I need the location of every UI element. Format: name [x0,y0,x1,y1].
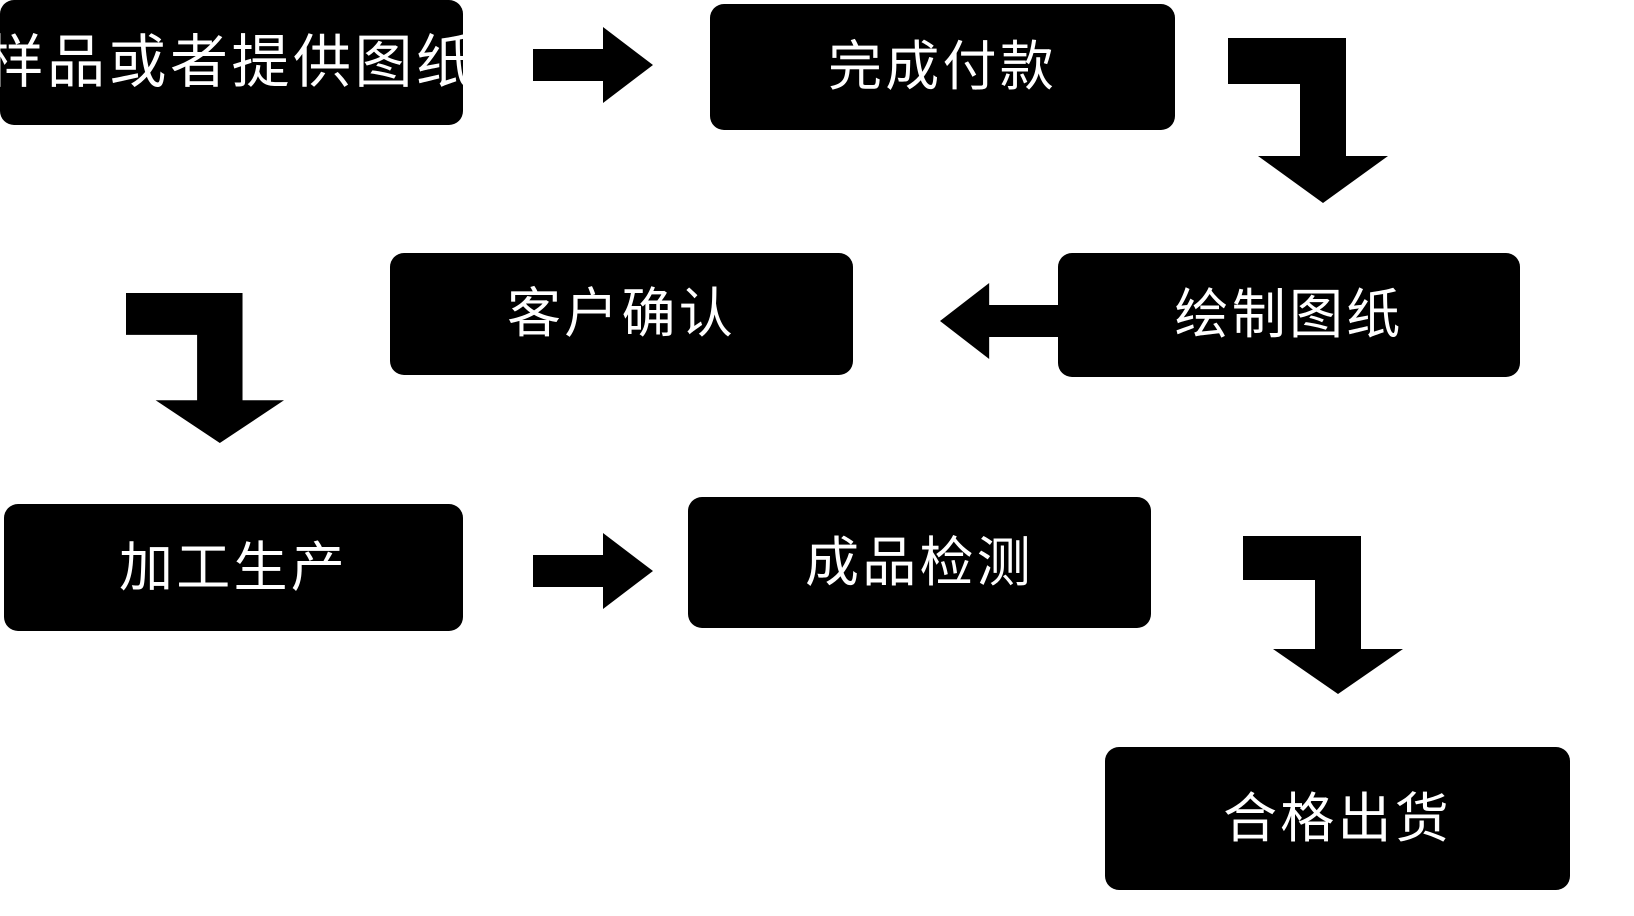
flow-node-customer-confirm[interactable]: 客户确认 [390,253,853,375]
flow-node-label: 成品检测 [805,532,1034,593]
arrow-elbow-right-down-icon [126,293,284,443]
arrow-elbow-right-down-icon [1243,536,1403,694]
arrow-left-icon [940,281,1058,361]
flow-node-finished-inspection[interactable]: 成品检测 [688,497,1151,628]
flow-node-label: 加工生产 [119,537,348,598]
flow-node-label: 合格出货 [1223,788,1452,849]
flow-node-complete-payment[interactable]: 完成付款 [710,4,1175,130]
flow-node-label: 绘制图纸 [1174,285,1404,345]
flow-node-production[interactable]: 加工生产 [4,504,463,631]
flow-node-draw-drawing[interactable]: 绘制图纸 [1058,253,1520,377]
arrow-right-icon [533,25,653,105]
arrow-elbow-right-down-icon [1228,38,1388,203]
flow-node-label: 样品或者提供图纸 [0,29,478,95]
flow-node-label: 完成付款 [828,37,1057,97]
flow-node-label: 客户确认 [507,284,736,344]
flow-node-qualified-shipment[interactable]: 合格出货 [1105,747,1570,890]
arrow-right-icon [533,531,653,611]
flow-node-sample-or-drawing[interactable]: 样品或者提供图纸 [0,0,474,125]
